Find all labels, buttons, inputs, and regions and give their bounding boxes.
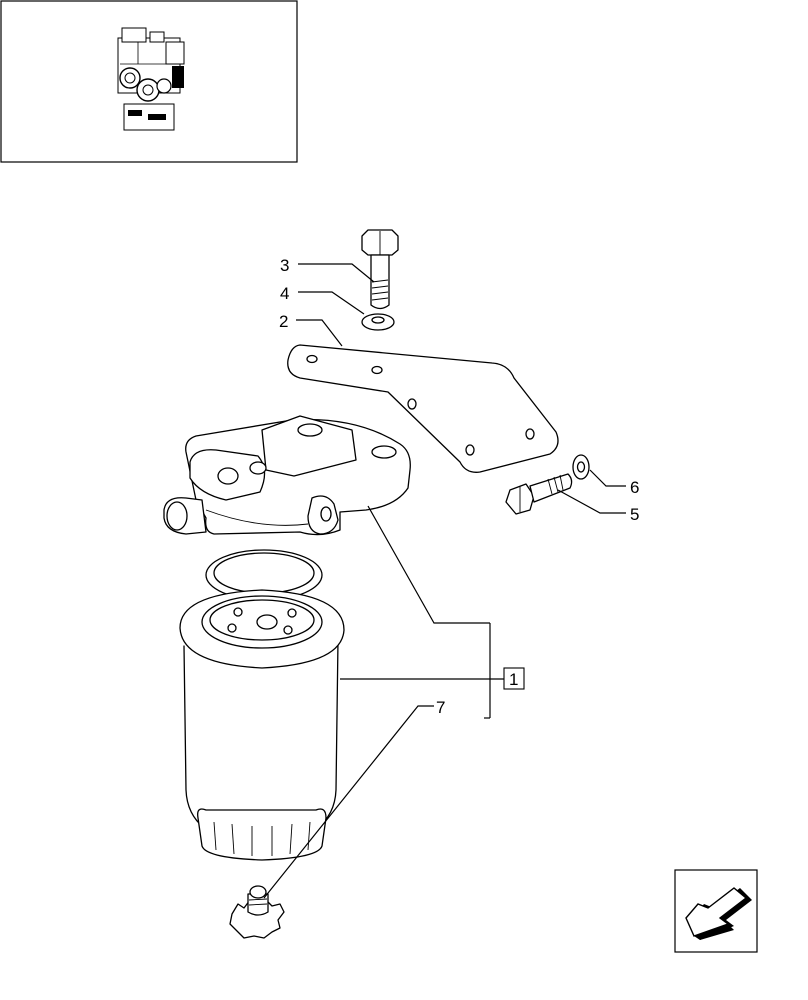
callout-7: 7 [436, 698, 445, 717]
callout-5: 5 [630, 505, 639, 524]
leader-lines [263, 263, 626, 899]
bolt-5 [505, 473, 573, 515]
bolt-3 [361, 229, 399, 310]
callout-2: 2 [279, 312, 288, 331]
filter-cartridge [179, 589, 345, 861]
callout-3: 3 [280, 256, 289, 275]
svg-text:1: 1 [509, 670, 518, 689]
washer-4 [361, 313, 395, 331]
kit-label-1: 1 [503, 667, 525, 690]
back-arrow-icon[interactable] [674, 869, 758, 953]
filter-head [163, 415, 411, 536]
engine-thumbnail-icon[interactable] [0, 0, 298, 163]
bracket-2 [287, 344, 559, 473]
callout-6: 6 [630, 478, 639, 497]
drain-plug-7 [229, 885, 285, 939]
callout-4: 4 [280, 284, 289, 303]
washer-6 [572, 454, 590, 480]
